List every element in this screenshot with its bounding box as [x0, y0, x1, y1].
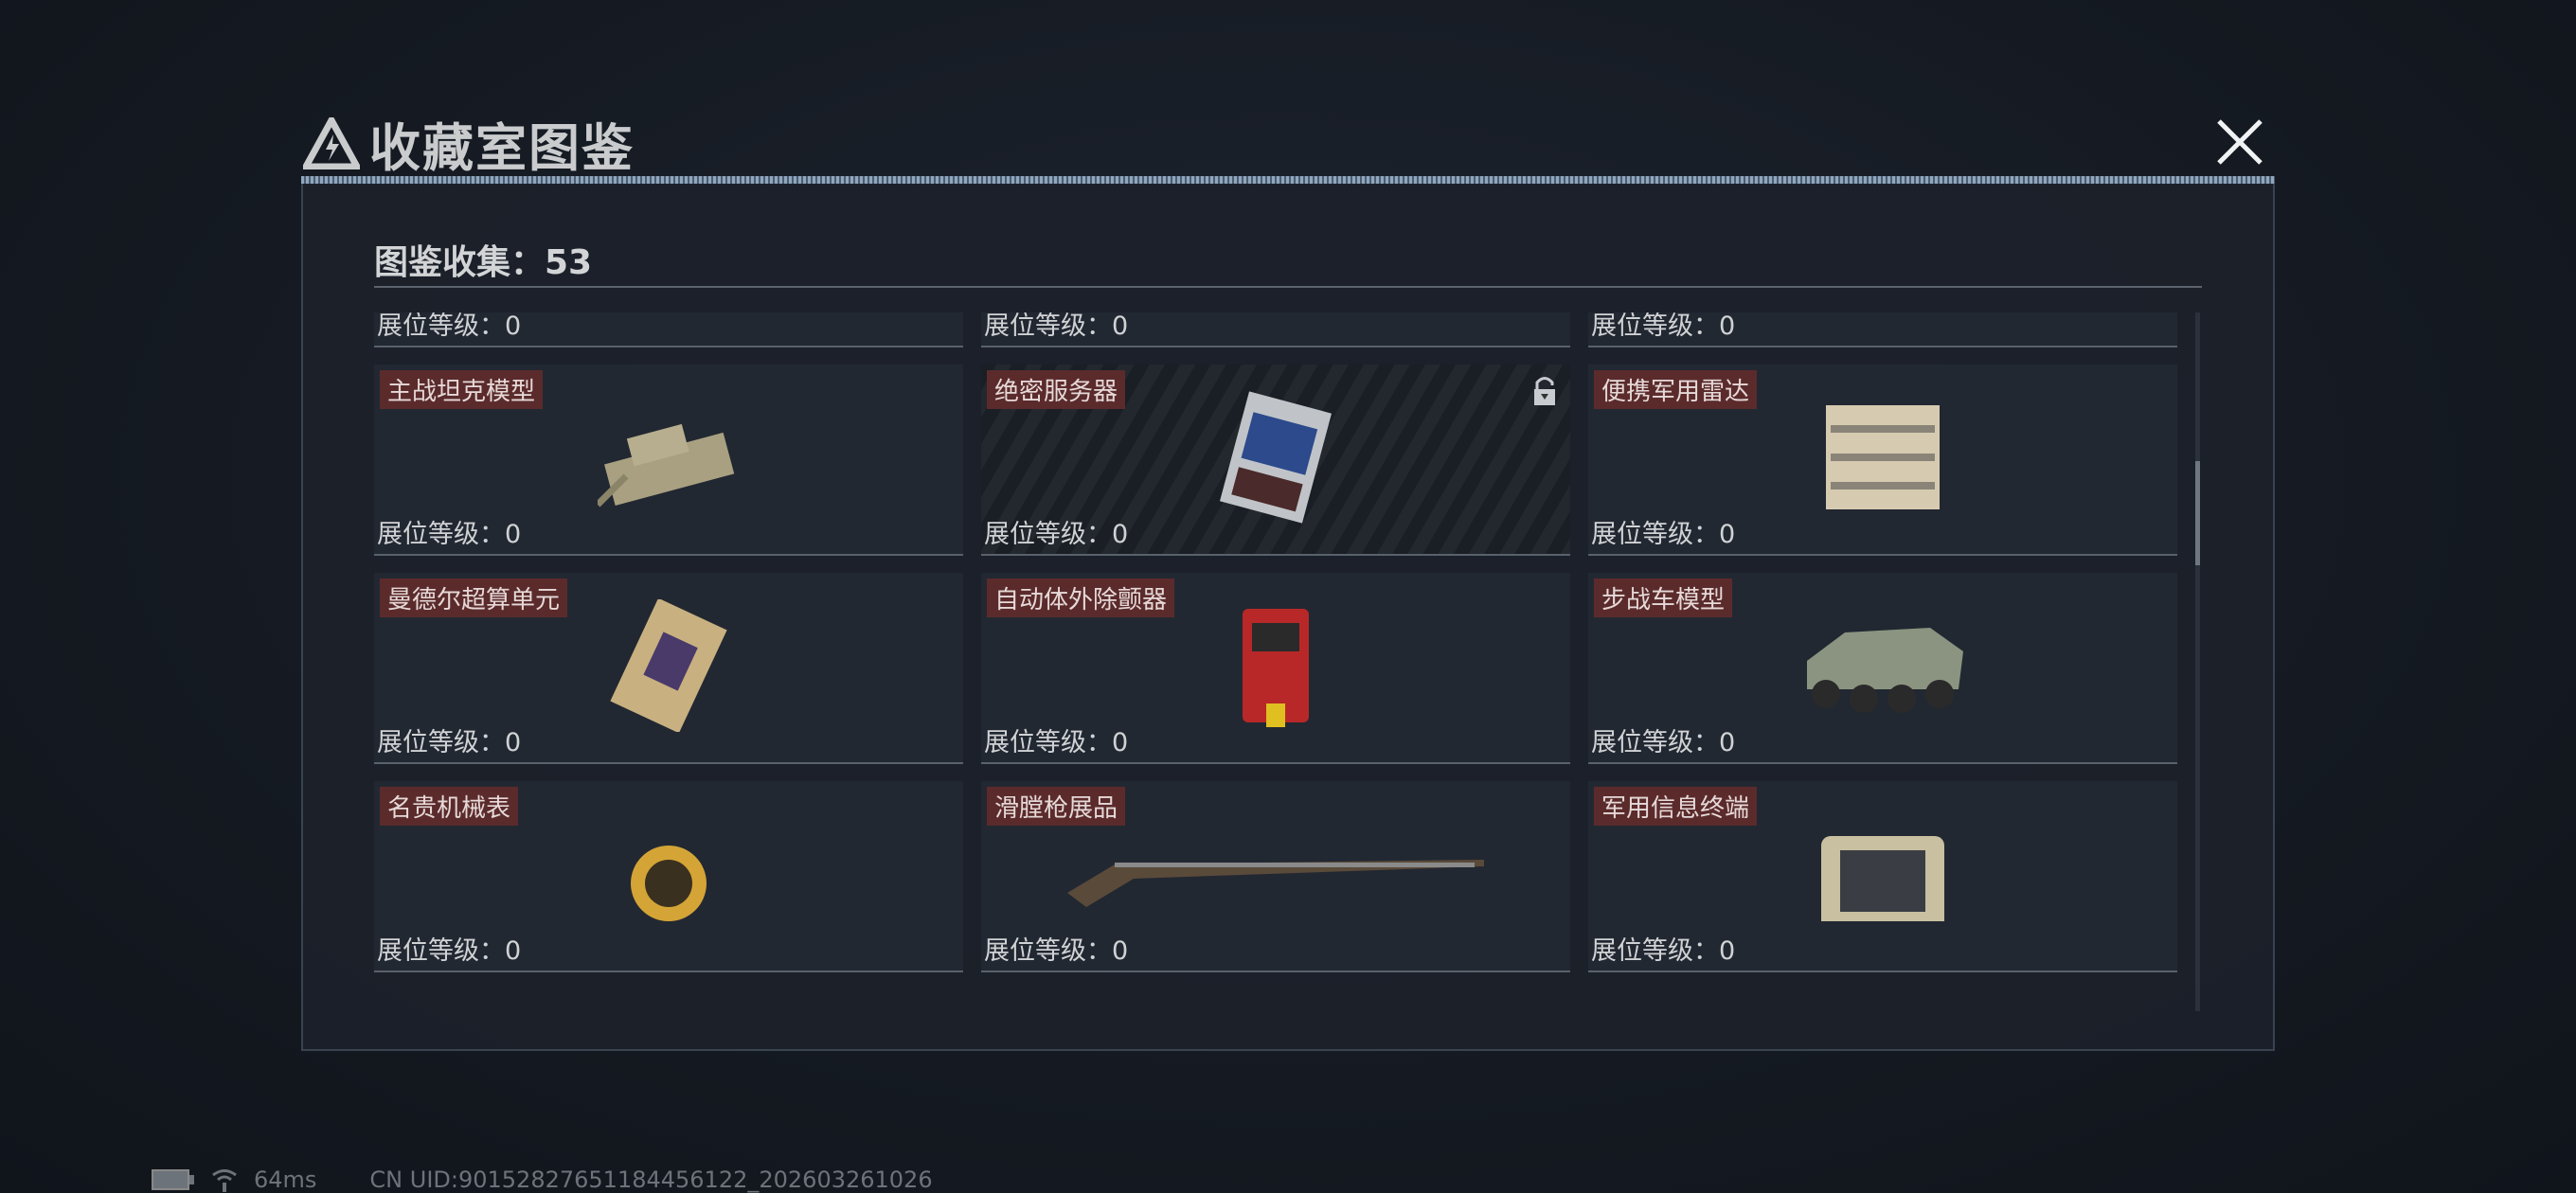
collection-item-card[interactable]: 滑膛枪展品展位等级：0 — [981, 781, 1570, 972]
item-name-tag: 步战车模型 — [1594, 579, 1733, 617]
defibrillator-image — [1233, 599, 1318, 736]
exhibit-level: 展位等级：0 — [984, 728, 1129, 757]
battery-icon — [152, 1169, 194, 1190]
exhibit-level: 展位等级：0 — [377, 728, 522, 757]
uid-text: CN UID:90152827651184456122_202603261026 — [369, 1166, 933, 1193]
exhibit-level: 展位等级：0 — [1591, 312, 1736, 341]
exhibit-level: 展位等级：0 — [984, 936, 1129, 966]
exhibit-level: 展位等级：0 — [377, 312, 522, 341]
item-name-tag: 曼德尔超算单元 — [380, 579, 568, 617]
musket-image — [1058, 836, 1494, 916]
collection-item-card[interactable]: 绝密服务器展位等级：0 — [981, 365, 1570, 556]
wifi-icon — [212, 1169, 237, 1192]
exhibit-level: 展位等级：0 — [377, 520, 522, 549]
collection-item-card[interactable]: 军用信息终端展位等级：0 — [1588, 781, 2177, 972]
item-name-tag: 名贵机械表 — [380, 787, 519, 826]
collection-item-card[interactable]: 曼德尔超算单元展位等级：0 — [374, 573, 963, 764]
item-name-tag: 主战坦克模型 — [380, 370, 544, 409]
exhibit-level: 展位等级：0 — [1591, 728, 1736, 757]
golden-deer-image — [1802, 312, 1963, 324]
collection-item-card[interactable]: 展位等级：0 — [1588, 312, 2177, 347]
radar-image — [1816, 396, 1949, 523]
close-icon — [2217, 119, 2263, 165]
server-image — [1214, 391, 1337, 527]
exhibit-level: 展位等级：0 — [1591, 520, 1736, 549]
scrollbar-thumb[interactable] — [2195, 461, 2200, 565]
panel-top-bar — [301, 176, 2275, 184]
triangle-bolt-icon — [303, 117, 360, 169]
collection-item-card[interactable]: 名贵机械表展位等级：0 — [374, 781, 963, 972]
exhibit-level: 展位等级：0 — [377, 936, 522, 966]
collection-item-card[interactable]: 步战车模型展位等级：0 — [1588, 573, 2177, 764]
collection-item-card[interactable]: 展位等级：0 — [374, 312, 963, 347]
collection-item-card[interactable]: 自动体外除颤器展位等级：0 — [981, 573, 1570, 764]
status-bar: 64ms CN UID:90152827651184456122_2026032… — [152, 1166, 933, 1193]
lock-icon — [1534, 377, 1555, 405]
exhibit-level: 展位等级：0 — [984, 520, 1129, 549]
ifv-image — [1788, 604, 1977, 731]
terminal-image — [1812, 827, 1954, 931]
exhibit-level: 展位等级：0 — [1591, 936, 1736, 966]
collection-count: 图鉴收集：53 — [374, 243, 593, 282]
watch-image — [621, 827, 716, 925]
radio-device-image — [1195, 312, 1356, 324]
exhibit-level: 展位等级：0 — [984, 312, 1129, 341]
collection-item-card[interactable]: 主战坦克模型展位等级：0 — [374, 365, 963, 556]
item-name-tag: 滑膛枪展品 — [987, 787, 1126, 826]
tank-image — [595, 401, 740, 518]
compute-unit-image — [607, 597, 730, 736]
ping-text: 64ms — [254, 1166, 317, 1193]
item-name-tag: 绝密服务器 — [987, 370, 1126, 409]
page-title: 收藏室图鉴 — [369, 118, 635, 178]
window-title: 收藏室图鉴 — [303, 106, 635, 181]
item-name-tag: 自动体外除颤器 — [987, 579, 1175, 617]
satellite-dish-image — [602, 312, 735, 324]
collection-item-card[interactable]: 便携军用雷达展位等级：0 — [1588, 365, 2177, 556]
scrollbar[interactable] — [2195, 312, 2200, 1011]
item-name-tag: 便携军用雷达 — [1594, 370, 1758, 409]
collection-item-card[interactable]: 展位等级：0 — [981, 312, 1570, 347]
item-name-tag: 军用信息终端 — [1594, 787, 1758, 826]
close-button[interactable] — [2202, 104, 2278, 180]
divider — [374, 286, 2202, 288]
